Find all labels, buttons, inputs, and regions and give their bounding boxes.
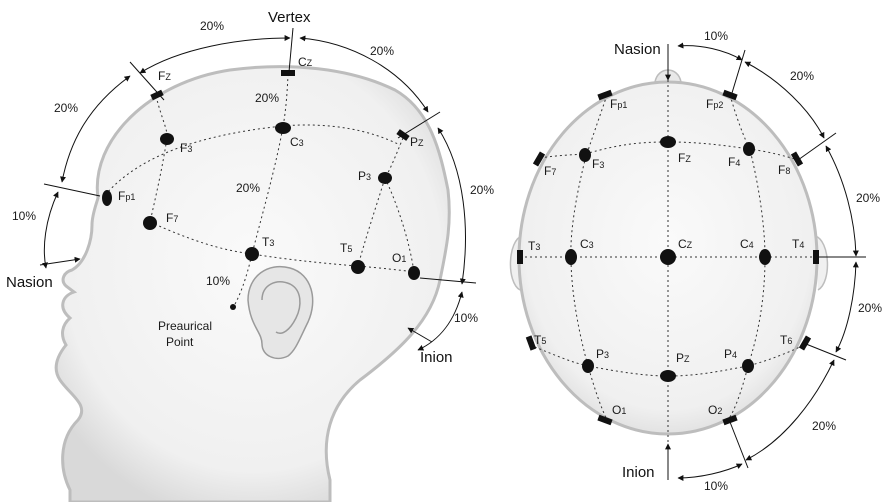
electrode-dot: [143, 216, 157, 230]
electrode-label: P3: [358, 169, 371, 183]
electrode-mark: [532, 151, 546, 167]
electrode-dot: [245, 247, 259, 261]
electrode-label: F4: [728, 155, 740, 169]
electrode-dot: [378, 172, 392, 184]
electrode-dot: [579, 148, 591, 162]
electrode-label: C3: [580, 237, 594, 251]
electrode-label: P3: [596, 347, 609, 361]
percent-label: 20%: [255, 91, 279, 105]
electrode-label: Fp2: [706, 97, 723, 111]
percent-label: 20%: [856, 191, 880, 205]
percent-label: 20%: [54, 101, 78, 115]
electrode-label: O1: [612, 403, 626, 417]
electrode-mark: [722, 414, 738, 426]
electrode-dot: [759, 249, 771, 265]
percent-label: 20%: [790, 69, 814, 83]
electrode-label: FZ: [678, 151, 691, 165]
percent-label: 20%: [236, 181, 260, 195]
electrode-mark: [597, 414, 613, 426]
percent-label: 10%: [206, 274, 230, 288]
electrode-label: FZ: [158, 69, 171, 83]
electrode-mark: [722, 89, 738, 101]
electrode-label: Fp1: [118, 189, 135, 203]
electrode-mark: [790, 151, 804, 167]
ear-icon: [247, 265, 314, 360]
electrode-mark: [150, 89, 164, 101]
electrode-mark: [597, 89, 613, 101]
electrode-dot: [742, 359, 754, 373]
preauricular-point-dot: [230, 304, 236, 310]
percent-label: 10%: [704, 479, 728, 493]
nasion-label: Nasion: [6, 274, 53, 291]
electrode-label: F7: [166, 211, 178, 225]
electrode-dot: [160, 133, 174, 145]
electrode-label: Fp1: [610, 97, 627, 111]
electrode-label: O1: [392, 251, 406, 265]
electrode-dot: [743, 142, 755, 156]
percent-label: 20%: [370, 44, 394, 58]
percent-label: 20%: [200, 19, 224, 33]
electrode-label: T6: [780, 333, 792, 347]
vertex-label: Vertex: [268, 9, 311, 26]
electrode-label: T3: [528, 239, 540, 253]
electrode-label: PZ: [676, 351, 690, 365]
electrode-label: F3: [180, 141, 192, 155]
percent-label: 20%: [858, 301, 882, 315]
electrode-label: F7: [544, 164, 556, 178]
electrode-label: P4: [724, 347, 737, 361]
electrode-dot: [582, 359, 594, 373]
electrode-label: F3: [592, 157, 604, 171]
electrode-dot: [565, 249, 577, 265]
electrode-label: O2: [708, 403, 722, 417]
electrode-dot: [660, 136, 676, 148]
percent-label: 10%: [454, 311, 478, 325]
electrode-mark: [281, 70, 295, 76]
electrode-label: T4: [792, 237, 804, 251]
inion-label: Inion: [622, 464, 655, 481]
preauricular-label: Preaurical: [158, 319, 212, 333]
electrode-label: F8: [778, 163, 790, 177]
electrode-mark: [813, 250, 819, 264]
percent-label: 20%: [812, 419, 836, 433]
electrode-dot: [660, 249, 676, 265]
top-view: Nasion Inion 10% 20% 20% 20% 20% 10% Fp1…: [509, 29, 882, 493]
electrode-dot: [660, 370, 676, 382]
electrode-mark: [798, 335, 812, 351]
inion-label: Inion: [420, 349, 453, 366]
electrode-label: T5: [534, 333, 546, 347]
electrode-mark: [525, 335, 537, 351]
percent-label: 10%: [12, 209, 36, 223]
electrode-dot: [102, 190, 112, 206]
electrode-label: CZ: [298, 55, 313, 69]
side-view: Vertex Nasion Inion Preaurical Point 20%…: [6, 9, 494, 502]
electrode-label: T5: [340, 241, 352, 255]
electrode-dot: [408, 266, 420, 280]
electrode-label: C4: [740, 237, 754, 251]
percent-label: 10%: [704, 29, 728, 43]
electrode-label: C3: [290, 135, 304, 149]
electrode-dot: [351, 260, 365, 274]
electrode-label: CZ: [678, 237, 693, 251]
electrode-dot: [275, 122, 291, 134]
percent-label: 20%: [470, 183, 494, 197]
electrode-label: T3: [262, 235, 274, 249]
preauricular-label: Point: [166, 335, 194, 349]
electrode-label: PZ: [410, 135, 424, 149]
nasion-label: Nasion: [614, 41, 661, 58]
electrode-mark: [517, 250, 523, 264]
